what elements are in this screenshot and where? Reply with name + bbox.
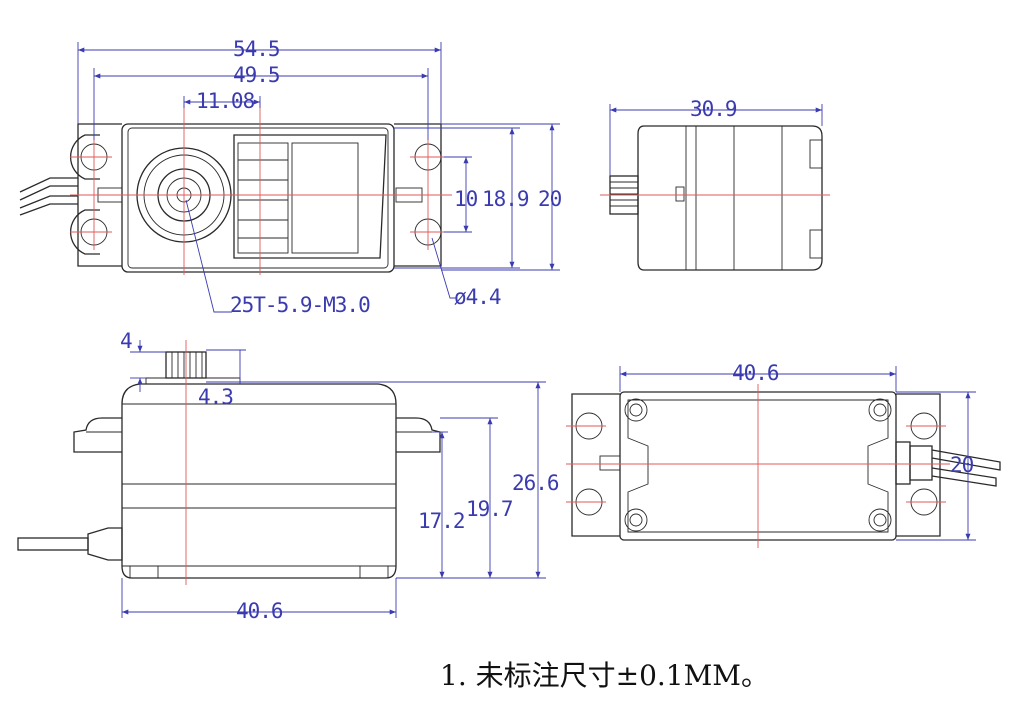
dim-top-width-overall: 54.5 [77,37,442,124]
dim-text-4-3: 4.3 [198,385,233,409]
dim-top-body-height: 18.9 [394,127,530,269]
top-view-label-panel [233,134,387,259]
dim-text-17-2: 17.2 [418,509,465,533]
dim-text-26-6: 26.6 [512,471,559,495]
side-view-cable [17,527,123,561]
dim-text-20: 20 [538,187,562,211]
dim-top-width-holes: 49.5 [93,63,429,140]
dim-side-overall-height: 26.6 [206,381,560,579]
dim-text-19-7: 19.7 [466,497,513,521]
dim-text-hole-diameter: ø4.4 [454,285,501,309]
bottom-view: 40.6 20 [566,361,1001,548]
bottom-view-right-flange [896,393,941,537]
dim-side-spline-height: 4 [120,329,166,392]
dim-top-spline-callout: 25T-5.9-M3.0 [185,199,371,317]
dim-text-11-08: 11.08 [196,89,255,113]
dim-side-mount-height: 17.2 [396,431,466,579]
side-view-right-ear [396,417,441,453]
dim-text-54-5: 54.5 [233,37,280,61]
dim-side-length: 40.6 [121,578,397,623]
dim-top-hole-callout: ø4.4 [431,237,502,309]
dim-text-4: 4 [120,329,132,353]
top-view-wires [19,177,78,216]
dim-top-hole-spacing: 10 [444,156,479,233]
dim-end-depth: 30.9 [609,97,823,176]
bottom-view-left-flange [571,393,621,537]
dim-top-spline-offset: 11.08 [183,89,261,113]
dim-side-spline-offset: 4.3 [198,349,246,409]
side-view-left-ear [73,417,122,453]
top-view: 54.5 49.5 11.08 10 18.9 [19,37,563,317]
dim-text-18-9: 18.9 [482,187,529,211]
dim-text-30-9: 30.9 [690,97,737,121]
side-view: 4 4.3 17.2 19.7 26.6 4 [17,329,560,623]
dim-side-body-height: 19.7 [440,417,514,579]
dim-bottom-length: 40.6 [619,361,897,392]
dim-text-40-6-bottom: 40.6 [732,361,779,385]
top-view-body [121,123,395,273]
dim-bottom-width: 20 [896,391,976,541]
dim-text-10: 10 [454,187,478,211]
side-view-case [121,383,397,579]
bottom-view-screws [624,398,892,532]
dim-text-49-5: 49.5 [233,63,280,87]
dim-text-20-bottom: 20 [950,453,974,477]
end-view: 30.9 [600,97,830,271]
dim-text-spline-spec: 25T-5.9-M3.0 [230,293,370,317]
tolerance-note: 1. 未标注尺寸±0.1MM。 [440,659,769,692]
dim-text-40-6-side: 40.6 [236,599,283,623]
dim-top-overall-height: 20 [441,123,563,271]
